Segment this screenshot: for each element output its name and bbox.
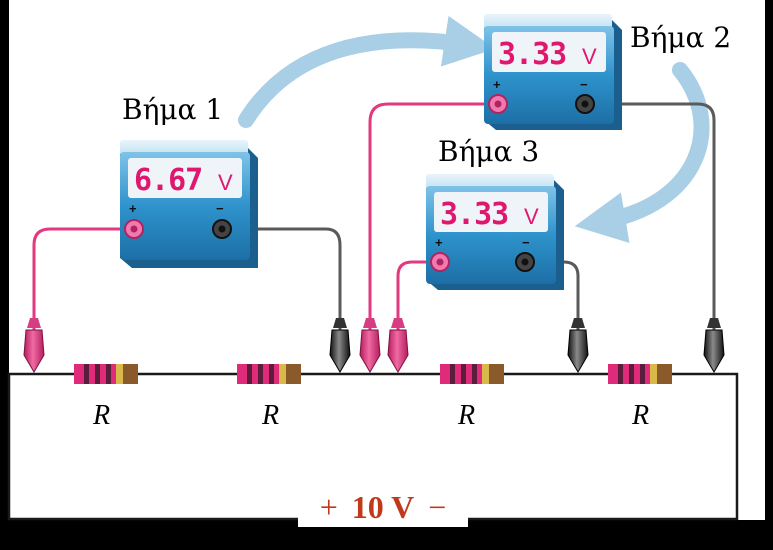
meter2-positive-wire <box>368 102 498 330</box>
clip-positive-3 <box>387 318 409 373</box>
meter3-positive-wire <box>396 260 440 330</box>
voltmeter-2: 3.33 V + − <box>484 14 622 130</box>
meter2-minus-sign: − <box>580 77 588 92</box>
resistor-2-label: R <box>262 400 280 431</box>
resistor-3-label: R <box>458 400 476 431</box>
battery-plus-sign: + <box>319 488 338 525</box>
arrow-step2-to-step3 <box>574 62 710 243</box>
resistor-3 <box>440 364 504 384</box>
meter3-reading: 3.33 <box>440 197 508 232</box>
voltmeter-1: 6.67 V + − <box>120 140 258 268</box>
meter2-unit: V <box>582 44 597 69</box>
meter1-display <box>128 158 242 198</box>
meter3-minus-sign: − <box>522 235 530 250</box>
meter2-display <box>492 32 606 72</box>
meter2-reading: 3.33 <box>498 37 566 72</box>
resistor-1-label: R <box>93 400 111 431</box>
clip-negative-2 <box>703 318 725 373</box>
step3-label: Βήμα 3 <box>438 135 540 168</box>
step1-label: Βήμα 1 <box>122 93 224 126</box>
clip-negative-3 <box>567 318 589 373</box>
resistor-1 <box>74 364 138 384</box>
meter1-positive-wire <box>32 227 134 330</box>
step2-label: Βήμα 2 <box>626 22 736 54</box>
resistor-4 <box>608 364 672 384</box>
meter1-negative-wire <box>222 227 342 330</box>
resistor-4-label: R <box>632 400 650 431</box>
meter1-minus-sign: − <box>216 201 224 216</box>
meter3-display <box>434 192 548 232</box>
meter2-plus-sign: + <box>493 77 501 92</box>
meter3-negative-wire <box>525 260 580 330</box>
clip-negative-1 <box>329 318 351 373</box>
meter1-reading: 6.67 <box>134 163 202 198</box>
clip-positive-2 <box>359 318 381 373</box>
battery-label: + 10 V − <box>298 487 468 527</box>
clip-positive-1 <box>23 318 45 373</box>
meter1-plus-sign: + <box>129 201 137 216</box>
voltmeter-3: 3.33 V + − <box>426 174 564 290</box>
arrow-step1-to-step2 <box>238 15 496 128</box>
resistor-2 <box>237 364 301 384</box>
battery-minus-sign: − <box>428 488 447 525</box>
meter3-unit: V <box>524 204 539 229</box>
battery-voltage: 10 V <box>351 488 415 525</box>
meter1-unit: V <box>218 170 233 195</box>
meter3-plus-sign: + <box>435 235 443 250</box>
meter2-negative-wire <box>585 102 716 330</box>
